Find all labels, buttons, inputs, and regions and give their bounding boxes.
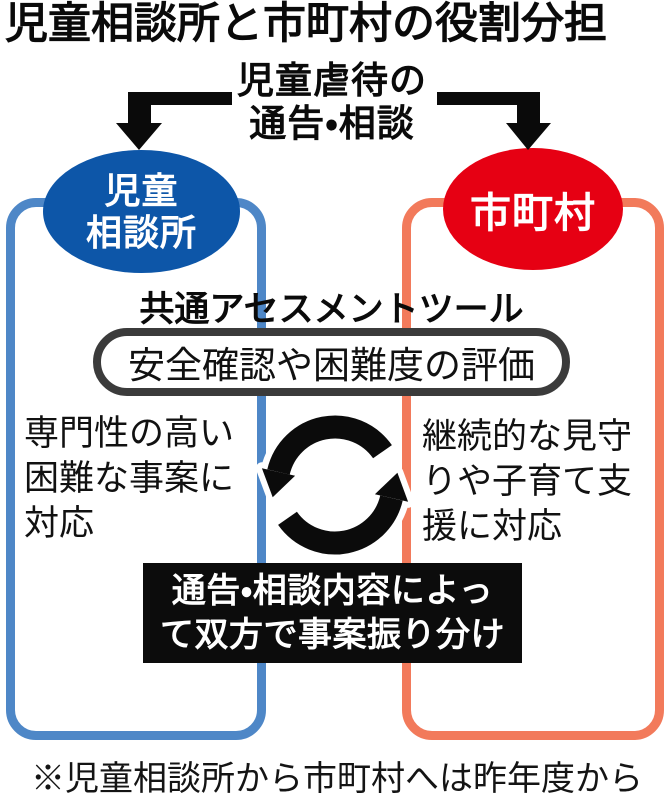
right-role-line2: りや子育て支 <box>422 462 633 501</box>
safety-evaluation-label: 安全確認や困難度の評価 <box>128 345 535 386</box>
footnote: ※児童相談所から市町村へは昨年度から <box>31 759 643 799</box>
child-consultation-center-oval: 児童 相談所 <box>43 150 240 273</box>
page-title: 児童相談所と市町村の役割分担 <box>5 0 607 48</box>
municipality-oval: 市町村 <box>443 148 623 270</box>
case-allocation-line1: 通告・相談内容によっ <box>171 572 494 610</box>
left-role-text: 専門性の高い 困難な事案に 対応 <box>24 411 234 546</box>
right-role-line3: 援に対応 <box>422 507 563 546</box>
down-left-elbow-arrow-icon <box>116 92 232 150</box>
cycle-arrows-icon <box>255 409 415 561</box>
abuse-notification-line1: 児童虐待の <box>237 60 427 101</box>
safety-evaluation-box: 安全確認や困難度の評価 <box>93 328 570 396</box>
common-assessment-tool-heading: 共通アセスメントツール <box>139 290 524 329</box>
municipality-label: 市町村 <box>470 190 596 236</box>
abuse-notification-line2: 通告・相談 <box>249 103 415 144</box>
right-role-text: 継続的な見守 りや子育て支 援に対応 <box>422 414 632 549</box>
down-right-elbow-arrow-icon <box>437 92 551 150</box>
case-allocation-line2: て双方で事案振り分け <box>160 616 505 654</box>
child-consultation-center-label-line1: 児童 <box>104 169 179 211</box>
right-role-line1: 継続的な見守 <box>422 417 633 456</box>
left-role-line3: 対応 <box>24 504 95 543</box>
notification-flow-arrows <box>116 92 551 150</box>
left-role-line2: 困難な事案に <box>24 459 235 498</box>
case-allocation-box: 通告・相談内容によっ て双方で事案振り分け <box>143 563 522 663</box>
left-role-line1: 専門性の高い <box>24 414 235 453</box>
abuse-notification-label: 児童虐待の 通告・相談 <box>212 59 452 145</box>
child-consultation-center-label-line2: 相談所 <box>85 211 197 253</box>
